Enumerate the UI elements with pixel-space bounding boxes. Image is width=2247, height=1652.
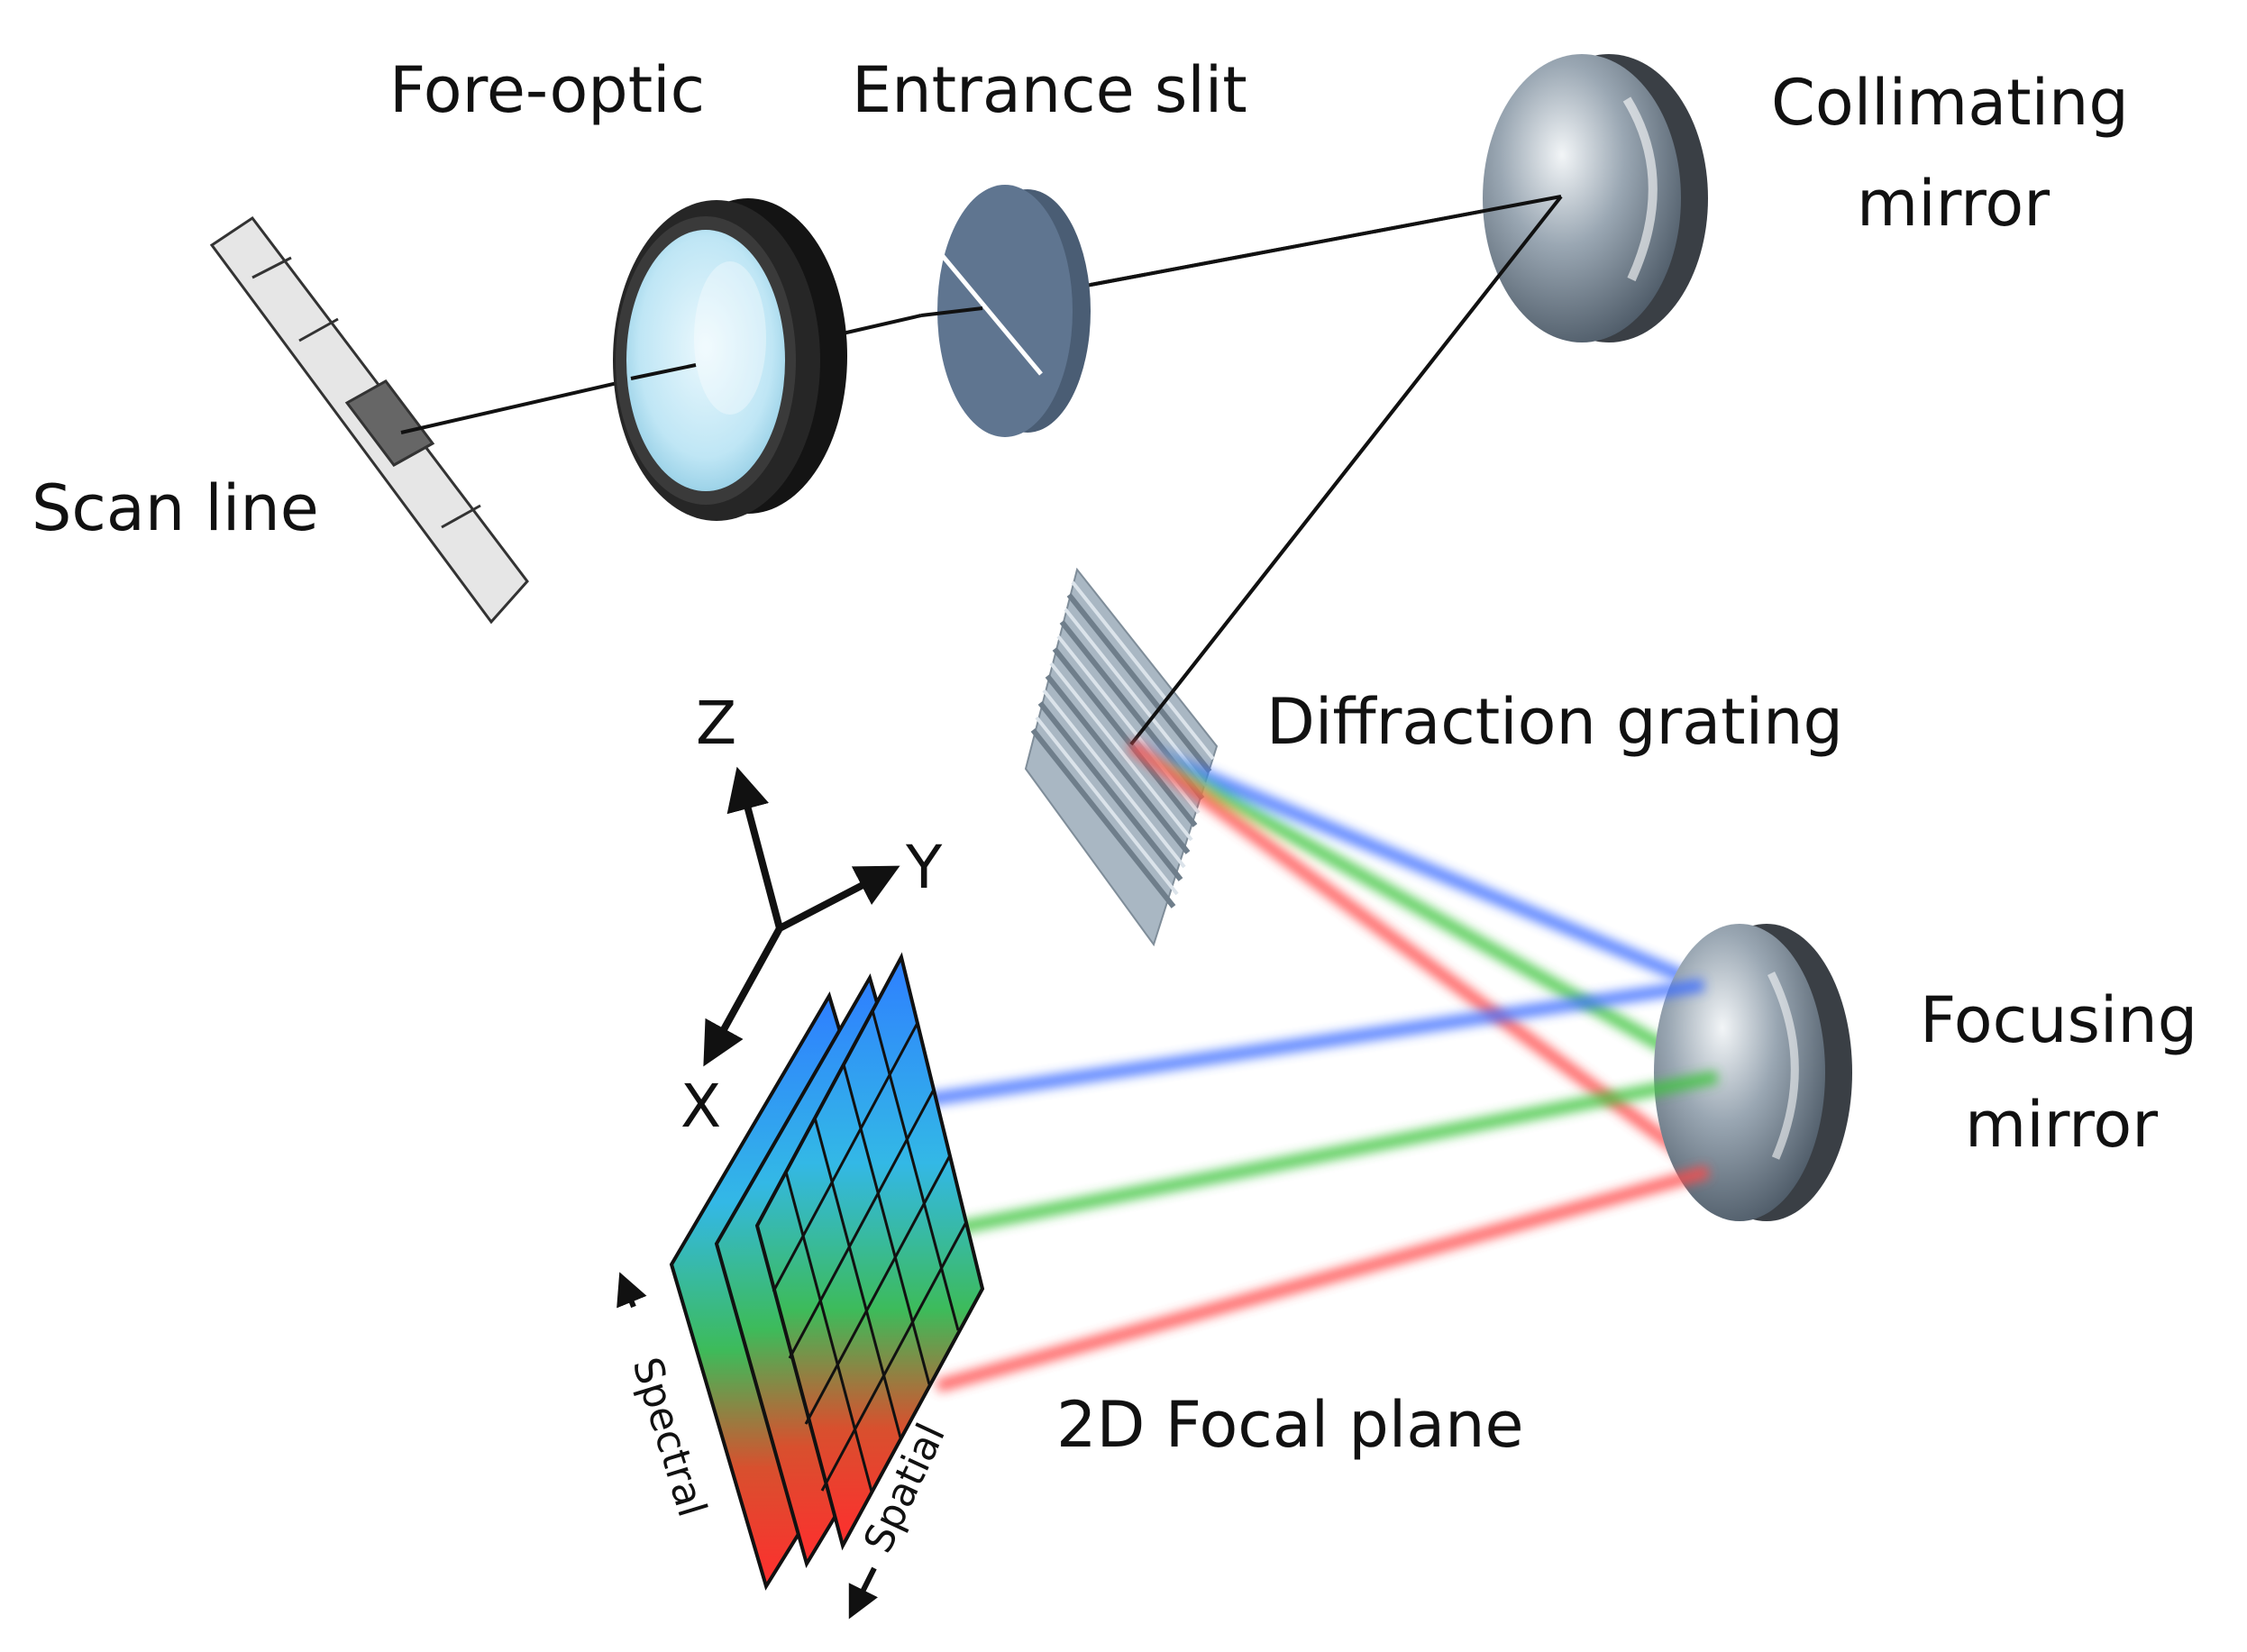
focused-beams [853,979,1719,1392]
focal-plane-grid [772,1009,968,1492]
scan-line-label: Scan line [32,471,319,545]
x-axis-arrow-icon [703,926,783,1067]
fore-optic-lens [613,198,847,521]
focusing-mirror [1654,924,1852,1221]
diffraction-grating [1024,567,1219,947]
collimating-mirror-label-line2: mirror [1857,167,2050,241]
focal-plane-stack [669,952,985,1591]
scan-line-strip [209,215,529,625]
collimating-mirror [1483,54,1708,342]
dispersed-beams [1127,738,1721,1177]
spectral-label: Spectral [623,1352,715,1522]
focusing-mirror-label-line2: mirror [1965,1088,2158,1162]
z-axis-label: Z [696,689,736,758]
focusing-mirror-label-line1: Focusing [1920,983,2197,1057]
fore-optic-label: Fore-optic [389,53,705,127]
axes-arrows [703,766,900,1067]
x-axis-label: X [680,1072,721,1141]
entrance-slit-disc [937,185,1091,437]
spatial-arrow-icon [848,1566,878,1620]
entrance-slit-label: Entrance slit [852,53,1247,127]
focal-plane-label: 2D Focal plane [1056,1388,1524,1462]
y-axis-arrow-icon [778,865,900,932]
focal-plane-direction-arrows [617,1272,878,1620]
slit-icon [940,253,1043,376]
collimating-mirror-label-line1: Collimating [1771,66,2129,140]
y-axis-label: Y [905,833,943,902]
z-axis-arrow-icon [726,766,783,930]
diffraction-grating-label: Diffraction grating [1266,685,1843,759]
spectral-arrow-icon [617,1272,647,1309]
